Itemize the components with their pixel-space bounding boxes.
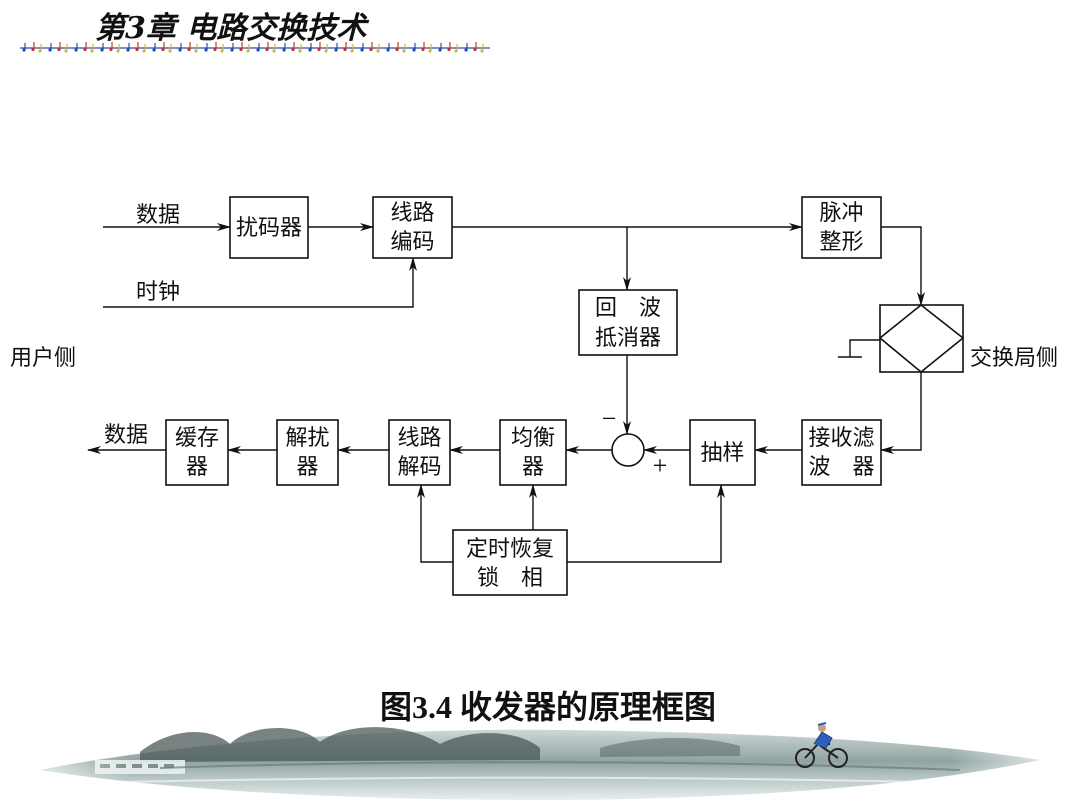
wire-clock-to-encoder [103,257,417,308]
transceiver-block-diagram: 用户侧 交换局侧 数据 扰码器 线路 编码 时钟 脉冲 整形 回 波 抵消 [10,196,1058,596]
wire-timing-to-decoder [417,484,453,563]
wire-pulse-shaper-to-hybrid [881,226,925,306]
buffer-block [165,419,229,486]
data-in-label: 数据 [136,202,180,227]
receive-filter-block [801,419,882,486]
wire-timing-to-sampler [567,484,725,563]
echo-canceller-label-1: 回 波 [595,295,661,320]
timing-recovery-block [452,529,568,596]
scrambler-block [229,196,309,259]
receive-filter-label-2: 波 器 [808,454,874,479]
timing-recovery-label-2: 锁 相 [477,565,543,590]
figure-caption: 图3.4 收发器的原理框图 [380,689,716,725]
pulse-shaper-label-2: 整形 [819,229,863,254]
equalizer-block [499,419,567,486]
buffer-label-2: 器 [186,454,208,479]
pulse-shaper-label-1: 脉冲 [819,200,863,225]
scrambler-label: 扰码器 [236,215,302,240]
equalizer-label-2: 器 [522,454,544,479]
line-decoder-block [388,419,451,486]
descrambler-label-1: 解扰 [285,425,329,450]
line-encoder-label-1: 线路 [390,200,434,225]
hybrid-transformer-block [878,303,965,374]
landscape-banner-image [0,720,1080,810]
equalizer-label-1: 均衡 [511,425,555,450]
clock-label: 时钟 [136,279,180,304]
line-decoder-label-2: 解码 [397,454,441,479]
line-encoder-label-2: 编码 [390,229,434,254]
ground-symbol-icon [838,339,880,358]
timing-recovery-label-1: 定时恢复 [466,536,554,561]
data-out-label: 数据 [104,422,148,447]
slide-header: 第3章 电路交换技术 [20,11,490,54]
buffer-label-1: 缓存 [175,425,219,450]
summer-plus-sign: + [653,451,668,480]
echo-canceller-label-2: 抵消器 [595,325,661,350]
echo-canceller-block [578,289,678,356]
sampler-block [689,419,756,486]
receive-filter-label-1: 接收滤 [808,425,874,450]
summing-junction [611,433,645,467]
cyclist-icon [795,722,848,768]
header-music-notes-decoration [20,40,490,54]
line-decoder-label-1: 线路 [397,425,441,450]
sampler-label: 抽样 [700,440,744,465]
exchange-side-label: 交换局侧 [970,345,1058,370]
wire-hybrid-to-receive-filter [880,372,922,454]
descrambler-label-2: 器 [296,454,318,479]
user-side-label: 用户侧 [10,345,76,370]
summer-minus-sign: − [602,404,617,433]
hybrid-box [879,304,964,373]
descrambler-block [276,419,339,486]
